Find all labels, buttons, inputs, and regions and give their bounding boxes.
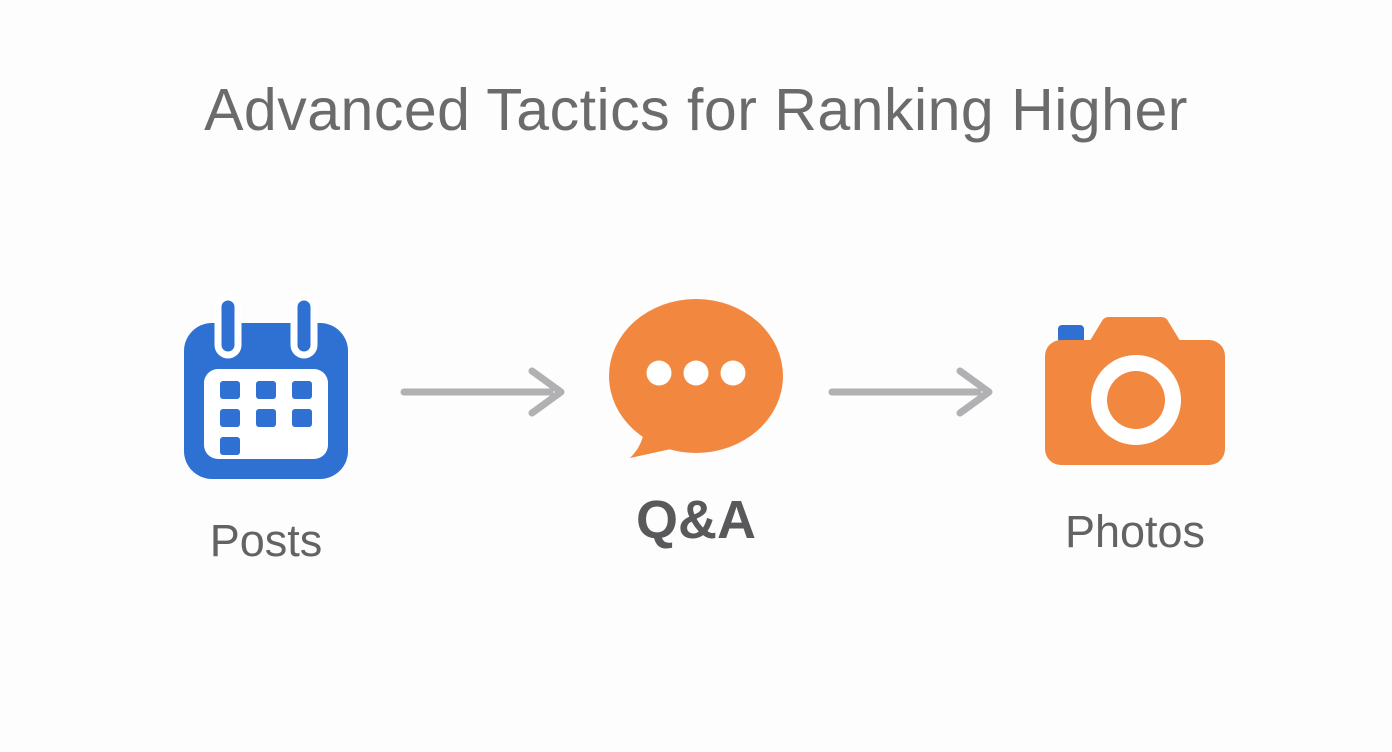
calendar-icon — [184, 293, 348, 479]
arrow-right-icon — [400, 367, 565, 417]
step-qa: Q&A — [608, 298, 784, 551]
camera-icon — [1045, 317, 1225, 465]
step-posts: Posts — [180, 293, 352, 567]
step-label-posts: Posts — [209, 515, 323, 566]
step-label-photos: Photos — [1064, 506, 1206, 557]
step-label-qa: Q&A — [636, 490, 756, 550]
speech-bubble-icon — [609, 299, 783, 458]
step-photos: Photos — [1044, 314, 1226, 558]
page-title: Advanced Tactics for Ranking Higher — [204, 77, 1188, 143]
arrow-right-icon — [828, 367, 993, 417]
